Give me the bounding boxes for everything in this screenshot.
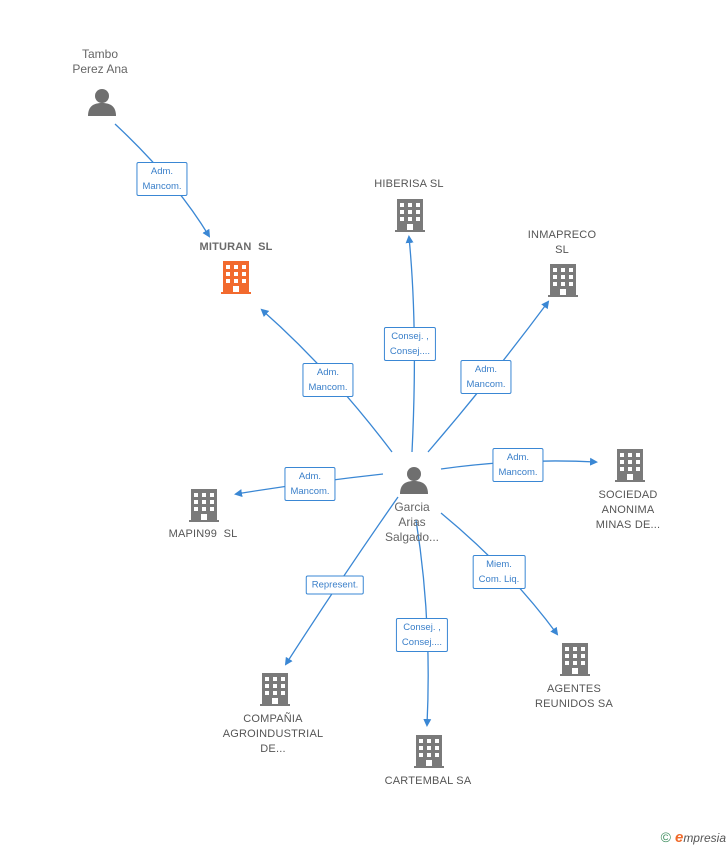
edge-label-garcia-inmapreco[interactable]: Adm. Mancom. bbox=[460, 360, 512, 394]
edge-label-line: Miem. bbox=[486, 559, 512, 570]
edge-label-line: Adm. bbox=[150, 166, 174, 177]
building-icon-hiberisa[interactable] bbox=[395, 199, 425, 232]
node-label-line: CARTEMBAL SA bbox=[384, 775, 472, 787]
edge-label-line: Mancom. bbox=[498, 467, 538, 478]
node-label-hiberisa[interactable]: HIBERISA SL bbox=[374, 177, 443, 192]
node-label-line: MINAS DE... bbox=[595, 519, 661, 531]
edge-label-line: Adm. bbox=[506, 452, 530, 463]
edge-label-line: Consej. , bbox=[403, 622, 441, 633]
node-label-inmapreco[interactable]: INMAPRECO SL bbox=[528, 228, 596, 258]
edge-label-line: Adm. bbox=[316, 367, 340, 378]
building-icon-sociedad[interactable] bbox=[615, 449, 645, 482]
brand-initial: e bbox=[674, 829, 684, 846]
building-icon-mituran[interactable] bbox=[221, 261, 251, 294]
node-label-line: SL bbox=[555, 244, 569, 256]
edge-label-line: Mancom. bbox=[308, 382, 348, 393]
person-icon-tambo[interactable] bbox=[88, 89, 116, 116]
node-label-line: COMPAÑIA bbox=[243, 713, 303, 725]
node-label-line: Tambo bbox=[81, 47, 119, 61]
node-label-agentes[interactable]: AGENTES REUNIDOS SA bbox=[535, 682, 613, 712]
building-icon-inmapreco[interactable] bbox=[548, 264, 578, 297]
empresia-watermark: ©empresia bbox=[661, 829, 726, 846]
edge-label-tambo-mituran[interactable]: Adm. Mancom. bbox=[136, 162, 188, 196]
building-icon-agentes[interactable] bbox=[560, 643, 590, 676]
node-label-garcia[interactable]: Garcia Arias Salgado... bbox=[385, 500, 439, 545]
node-label-line: AGENTES bbox=[547, 683, 601, 695]
edge-label-line: Represent. bbox=[311, 579, 359, 591]
node-label-line: DE... bbox=[260, 743, 286, 755]
node-label-line: AGROINDUSTRIAL bbox=[222, 728, 324, 740]
node-label-mapin99[interactable]: MAPIN99 SL bbox=[169, 527, 238, 542]
node-label-line: SOCIEDAD bbox=[598, 489, 658, 501]
edge-label-line: Mancom. bbox=[290, 486, 330, 497]
node-label-sociedad[interactable]: SOCIEDAD ANONIMA MINAS DE... bbox=[596, 488, 661, 533]
edge-label-line: Com. Liq. bbox=[478, 574, 520, 585]
node-label-line: Garcia bbox=[394, 500, 430, 514]
building-icon-mapin99[interactable] bbox=[189, 489, 219, 522]
edge-label-line: Consej.... bbox=[389, 346, 431, 357]
copyright-symbol: © bbox=[660, 829, 671, 845]
node-label-line: ANONIMA bbox=[601, 504, 655, 516]
node-label-line: INMAPRECO bbox=[527, 229, 597, 241]
node-label-line: Arias bbox=[398, 515, 426, 529]
building-icon-cartembal[interactable] bbox=[414, 735, 444, 768]
node-label-mituran[interactable]: MITURAN SL bbox=[199, 240, 272, 255]
edge-label-garcia-agentes[interactable]: Miem. Com. Liq. bbox=[472, 555, 526, 589]
node-label-compania[interactable]: COMPAÑIA AGROINDUSTRIAL DE... bbox=[223, 712, 324, 757]
edge-label-garcia-cartembal[interactable]: Consej. , Consej.... bbox=[395, 618, 449, 652]
edge-label-garcia-sociedad[interactable]: Adm. Mancom. bbox=[492, 448, 544, 482]
edge-label-line: Consej.... bbox=[401, 637, 443, 648]
node-label-line: Salgado... bbox=[384, 530, 440, 544]
edge-label-line: Mancom. bbox=[466, 379, 506, 390]
node-label-line: Perez Ana bbox=[72, 62, 128, 76]
person-icon-garcia[interactable] bbox=[400, 467, 428, 494]
edge-label-garcia-hiberisa[interactable]: Consej. , Consej.... bbox=[383, 327, 437, 361]
node-label-line: HIBERISA SL bbox=[374, 178, 444, 190]
node-label-line: REUNIDOS SA bbox=[535, 698, 613, 710]
brand-name: mpresia bbox=[683, 831, 726, 845]
node-label-cartembal[interactable]: CARTEMBAL SA bbox=[385, 774, 472, 789]
edge-label-garcia-compania[interactable]: Represent. bbox=[305, 575, 365, 595]
edge-label-line: Adm. bbox=[474, 364, 498, 375]
edge-label-line: Consej. , bbox=[391, 331, 429, 342]
node-label-line: MAPIN99 SL bbox=[168, 528, 238, 540]
edge-label-garcia-mapin99[interactable]: Adm. Mancom. bbox=[284, 467, 336, 501]
edge-label-line: Mancom. bbox=[142, 181, 182, 192]
node-label-tambo[interactable]: Tambo Perez Ana bbox=[72, 47, 127, 77]
edge-label-line: Adm. bbox=[298, 471, 322, 482]
node-label-line: MITURAN SL bbox=[199, 241, 273, 253]
building-icon-compania[interactable] bbox=[260, 673, 290, 706]
edge-label-garcia-mituran[interactable]: Adm. Mancom. bbox=[302, 363, 354, 397]
